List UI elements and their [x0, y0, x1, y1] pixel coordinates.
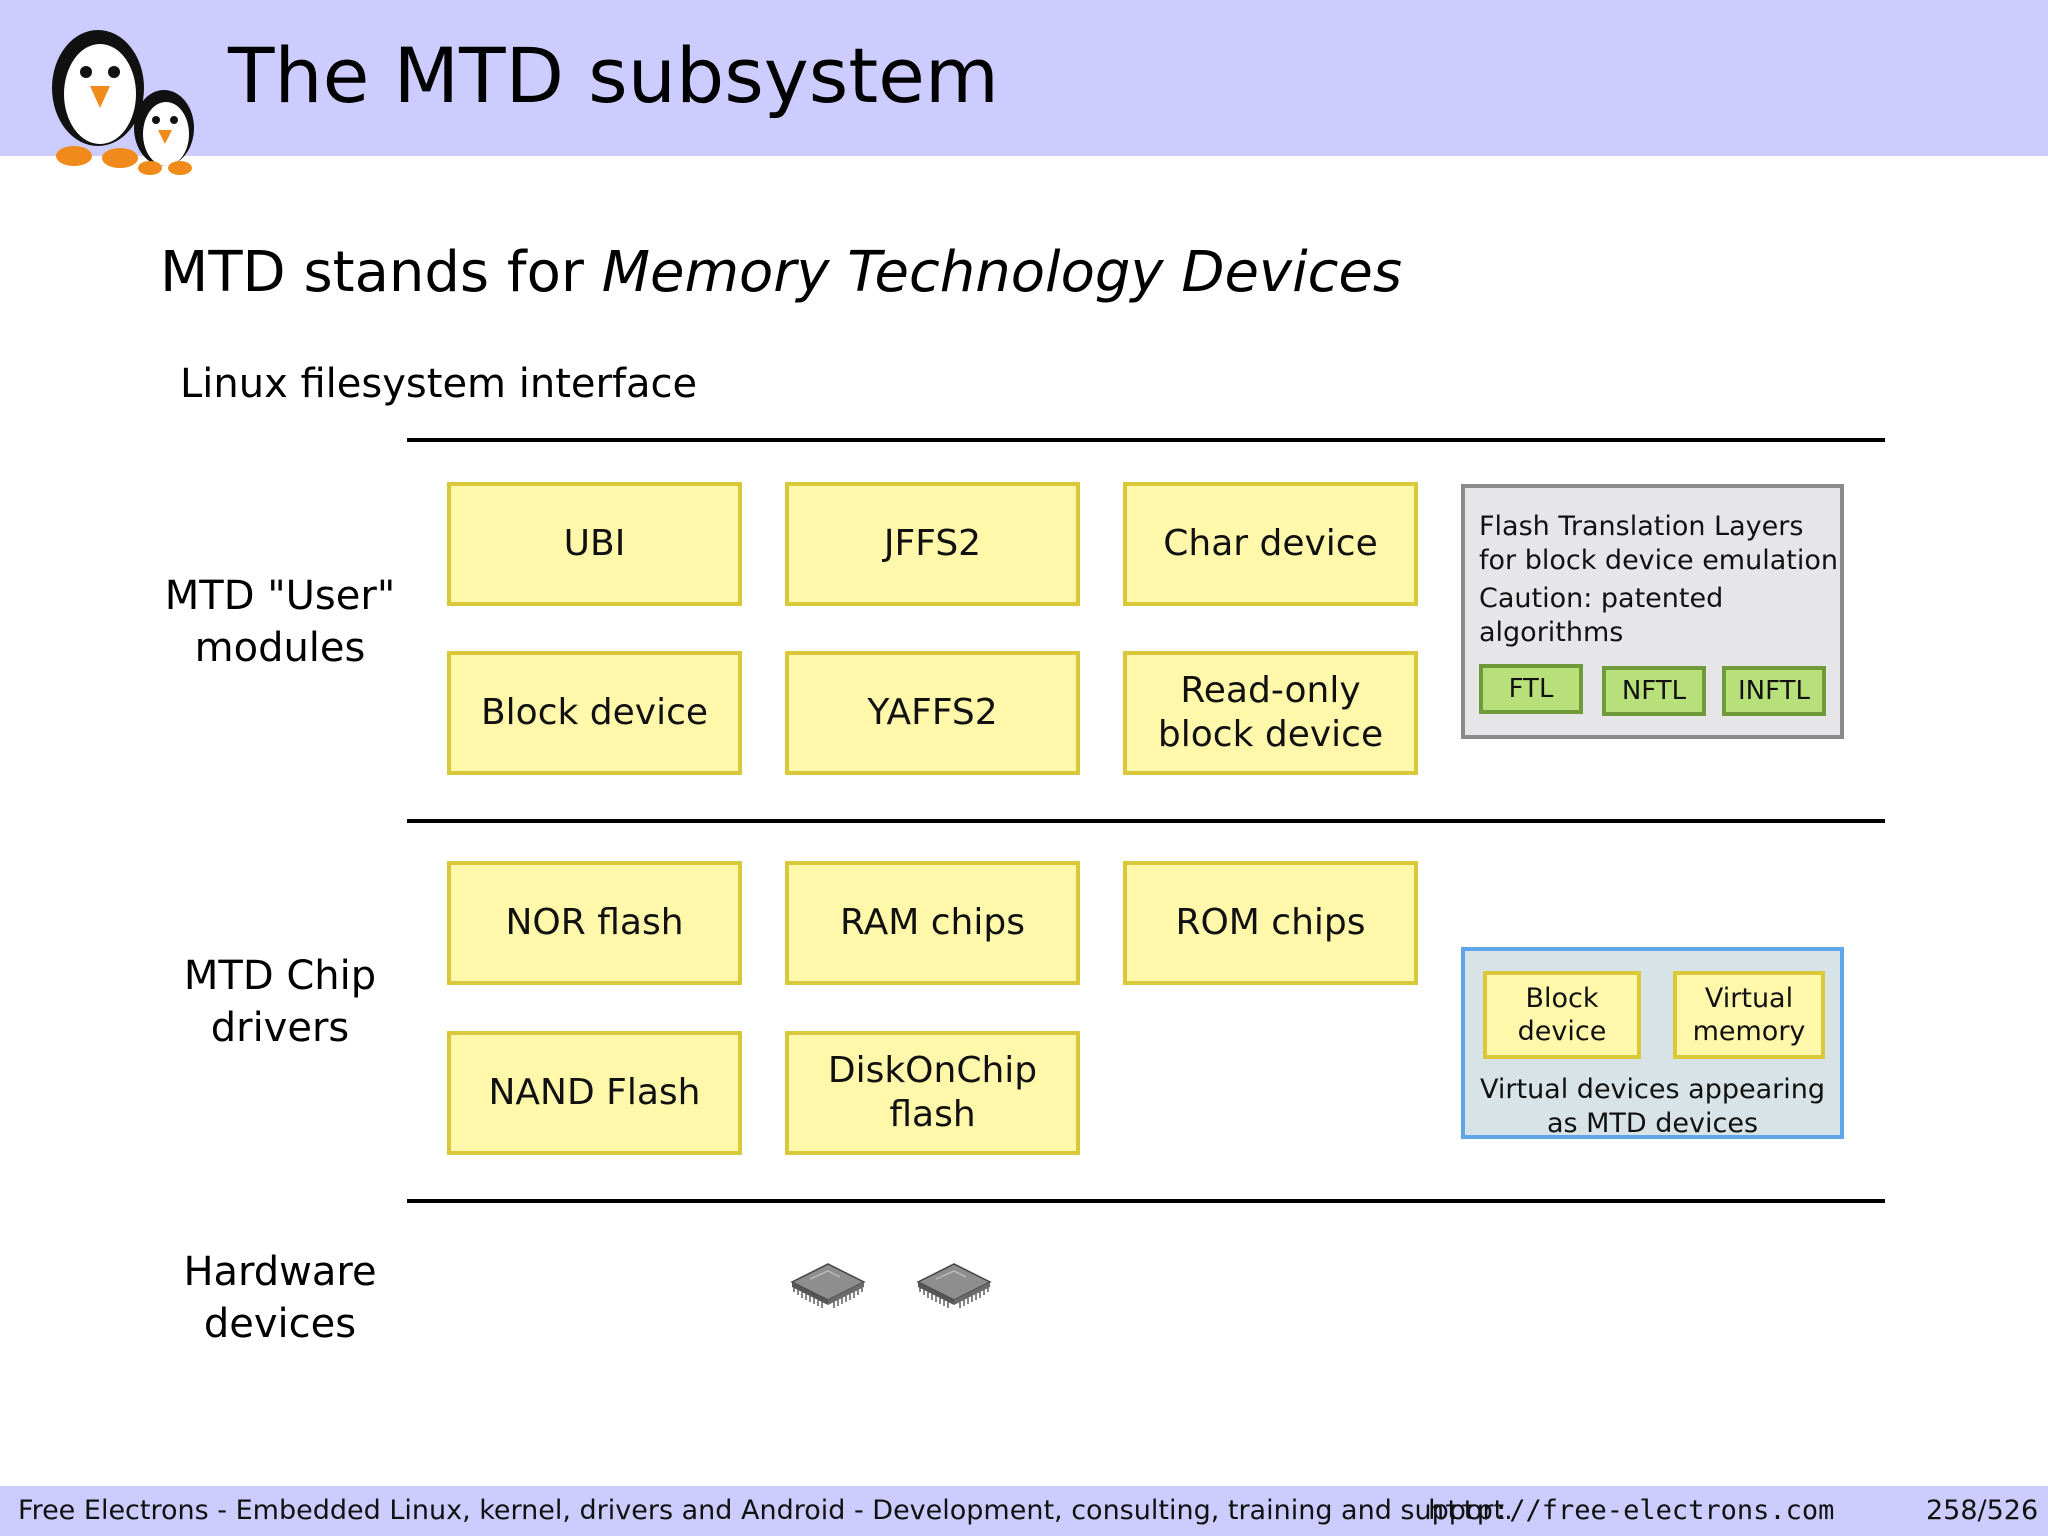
layer-divider-bottom: [407, 1199, 1885, 1203]
chip-drivers-label: MTD Chip drivers: [140, 950, 420, 1054]
module-block-device: Block device: [447, 651, 742, 775]
driver-nor-flash-label: NOR flash: [505, 902, 684, 943]
flash-chip-icon: [790, 1263, 866, 1308]
fs-interface-label: Linux filesystem interface: [180, 361, 698, 407]
driver-nand-flash: NAND Flash: [447, 1031, 742, 1155]
ftl-item-ftl: FTL: [1479, 664, 1583, 714]
flash-chip-icon: [916, 1263, 992, 1308]
footer-url[interactable]: http://free-electrons.com: [1428, 1495, 1835, 1526]
driver-diskonchip-line2: flash: [889, 1094, 976, 1135]
user-modules-label: MTD "User" modules: [140, 570, 420, 674]
virtual-memory-line1: Virtual: [1704, 983, 1794, 1014]
subtitle-emphasis: Memory Technology Devices: [601, 240, 1403, 305]
driver-rom-chips: ROM chips: [1123, 861, 1418, 985]
chip-drivers-label-line2: drivers: [210, 1005, 350, 1051]
hardware-label-line2: devices: [203, 1301, 357, 1347]
module-jffs2: JFFS2: [785, 482, 1080, 606]
module-char-device-label: Char device: [1163, 523, 1378, 564]
driver-nand-flash-label: NAND Flash: [488, 1072, 701, 1113]
module-block-device-label: Block device: [480, 692, 709, 733]
penguins-logo-icon: [52, 30, 194, 175]
module-readonly-line2: block device: [1157, 714, 1384, 755]
driver-diskonchip-line1: DiskOnChip: [827, 1050, 1038, 1091]
virtual-devices-group: Block device Virtual memory Virtual devi…: [1461, 947, 1844, 1139]
user-modules-label-line2: modules: [194, 625, 366, 671]
virtual-block-line1: Block: [1525, 983, 1599, 1014]
layer-divider-middle: [407, 819, 1885, 823]
module-yaffs2-label: YAFFS2: [867, 692, 998, 733]
module-jffs2-label: JFFS2: [883, 523, 982, 564]
ftl-text-line4: algorithms: [1479, 617, 1624, 648]
user-modules-label-line1: MTD "User": [164, 573, 396, 619]
ftl-item-inftl: INFTL: [1722, 666, 1826, 716]
driver-ram-chips: RAM chips: [785, 861, 1080, 985]
virtual-devices-caption: Virtual devices appearing as MTD devices: [1465, 1073, 1840, 1141]
virtual-caption-line1: Virtual devices appearing: [1480, 1074, 1825, 1105]
ftl-text-line3: Caution: patented: [1479, 583, 1724, 614]
virtual-caption-line2: as MTD devices: [1546, 1108, 1759, 1139]
driver-diskonchip-flash: DiskOnChip flash: [785, 1031, 1080, 1155]
page-title: The MTD subsystem: [228, 31, 999, 120]
ftl-text-line2: for block device emulation: [1479, 545, 1838, 576]
chip-drivers-label-line1: MTD Chip: [183, 953, 377, 999]
slide-footer: Free Electrons - Embedded Linux, kernel,…: [0, 1486, 2048, 1536]
slide-subtitle: MTD stands for Memory Technology Devices: [160, 238, 1402, 308]
hardware-label: Hardware devices: [140, 1246, 420, 1350]
virtual-block-device: Block device: [1483, 971, 1641, 1059]
module-readonly-block-device: Read-only block device: [1123, 651, 1418, 775]
ftl-item-nftl: NFTL: [1602, 666, 1706, 716]
ftl-group: Flash Translation Layers for block devic…: [1461, 484, 1844, 739]
virtual-block-line2: device: [1517, 1016, 1607, 1047]
driver-nor-flash: NOR flash: [447, 861, 742, 985]
hardware-label-line1: Hardware: [183, 1249, 377, 1295]
footer-text: Free Electrons - Embedded Linux, kernel,…: [18, 1495, 1513, 1526]
page-number: 258/526: [1926, 1495, 2039, 1526]
slide-header: [0, 0, 2048, 156]
virtual-memory: Virtual memory: [1673, 971, 1825, 1059]
module-char-device: Char device: [1123, 482, 1418, 606]
virtual-memory-line2: memory: [1692, 1016, 1806, 1047]
module-ubi-label: UBI: [563, 523, 626, 564]
subtitle-prefix: MTD stands for: [160, 240, 602, 305]
layer-divider-top: [407, 438, 1885, 442]
driver-rom-chips-label: ROM chips: [1175, 902, 1366, 943]
ftl-text-line1: Flash Translation Layers: [1479, 511, 1804, 542]
driver-ram-chips-label: RAM chips: [840, 902, 1025, 943]
module-readonly-line1: Read-only: [1180, 670, 1361, 711]
module-ubi: UBI: [447, 482, 742, 606]
module-yaffs2: YAFFS2: [785, 651, 1080, 775]
